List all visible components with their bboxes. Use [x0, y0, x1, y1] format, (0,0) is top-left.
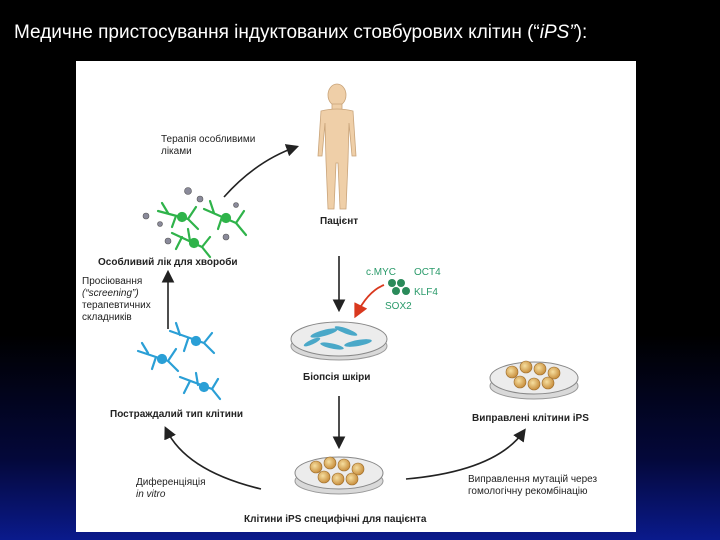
- affected-cells-label: Постраждалий тип клітини: [110, 409, 244, 420]
- gene-label-klf4: KLF4: [414, 287, 438, 298]
- patient-ips-dish: [294, 456, 384, 495]
- skin-biopsy-dish: [290, 321, 388, 361]
- differentiation-arrow: [164, 426, 262, 490]
- therapy-label-line2: ліками: [161, 146, 192, 157]
- patient-figure: [317, 83, 357, 210]
- slide-title: Медичне пристосування індуктованих стовб…: [14, 22, 588, 43]
- patient-label: Пацієнт: [320, 216, 359, 227]
- mutation-fix-label-line2: гомологічну рекомбінацію: [468, 486, 588, 497]
- drug-label: Особливий лік для хвороби: [98, 257, 238, 268]
- therapy-label-line1: Терапія особливими: [161, 134, 256, 145]
- corrected-ips-label: Виправлені клітини iPS: [472, 413, 589, 424]
- patient-ips-label: Клітини iPS специфічні для пацієнта: [244, 514, 427, 525]
- diagram-canvas: [136, 83, 579, 495]
- screening-label-line4: складників: [82, 312, 132, 323]
- biopsy-label: Біопсія шкіри: [303, 372, 371, 383]
- affected-cells: [136, 321, 222, 401]
- correction-arrow: [405, 428, 526, 480]
- mutation-fix-label-line1: Виправлення мутацій через: [468, 474, 598, 485]
- gene-label-oct4: OCT4: [414, 267, 441, 278]
- drug-molecules: [142, 187, 239, 245]
- therapy-arrow: [223, 144, 300, 198]
- corrected-ips-dish: [489, 360, 579, 400]
- drug-treated-cells: [156, 199, 248, 259]
- screening-label-line3: терапевтичних: [82, 300, 151, 311]
- screening-label-line2: (“screening”): [82, 288, 139, 299]
- diagram-panel: Пацієнт Терапія особливими ліками Особли…: [76, 61, 636, 532]
- screening-label-line1: Просіювання: [82, 276, 143, 287]
- differentiation-label-line2: in vitro: [136, 489, 166, 500]
- gene-label-sox2: SOX2: [385, 301, 412, 312]
- gene-label-cmyc: c.MYC: [366, 267, 396, 278]
- gene-factors: [388, 279, 410, 295]
- reprogramming-arrow: [354, 284, 385, 319]
- differentiation-label-line1: Диференціяція: [136, 477, 206, 488]
